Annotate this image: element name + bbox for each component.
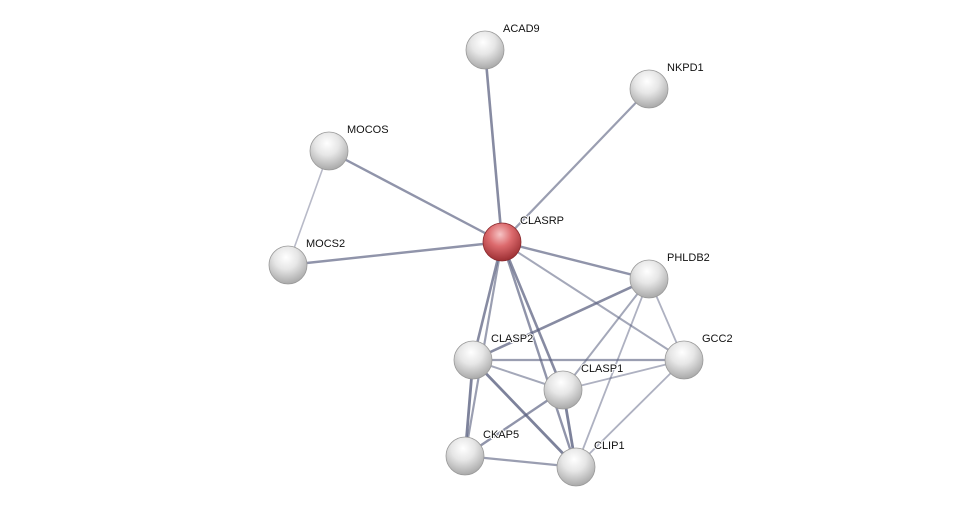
node-nkpd1[interactable]: NKPD1 xyxy=(629,61,705,109)
node-bubble[interactable] xyxy=(309,131,349,171)
node-bubble[interactable] xyxy=(629,69,669,109)
node-mocs2[interactable]: MOCS2 xyxy=(268,237,346,285)
edge-phldb2-clasp1[interactable] xyxy=(562,278,650,391)
node-clasp1[interactable]: CLASP1 xyxy=(543,362,624,410)
node-label: ACAD9 xyxy=(503,23,540,35)
node-label: PHLDB2 xyxy=(667,252,710,264)
edge-clasrp-nkpd1[interactable] xyxy=(501,88,650,243)
node-label: CLASP2 xyxy=(491,333,533,345)
node-bubble[interactable] xyxy=(445,436,485,476)
node-label: GCC2 xyxy=(702,333,733,345)
edge-gcc2-clip1[interactable] xyxy=(575,359,685,468)
edge-clasrp-clasp1[interactable] xyxy=(500,241,565,391)
edge-clasrp-gcc2[interactable] xyxy=(501,241,685,361)
node-gcc2[interactable]: GCC2 xyxy=(664,332,734,380)
edge-phldb2-clasp2[interactable] xyxy=(472,277,650,362)
node-clip1[interactable]: CLIP1 xyxy=(556,439,626,487)
edge-clasp1-gcc2[interactable] xyxy=(562,359,685,391)
node-clasp2[interactable]: CLASP2 xyxy=(453,332,534,380)
node-bubble[interactable] xyxy=(543,370,583,410)
node-bubble[interactable] xyxy=(556,447,596,487)
node-bubble[interactable] xyxy=(664,340,704,380)
edge-clasrp-mocos[interactable] xyxy=(328,149,503,244)
node-label: CKAP5 xyxy=(483,429,519,441)
node-label: CLASP1 xyxy=(581,363,623,375)
node-label: CLIP1 xyxy=(594,440,625,452)
node-bubble[interactable] xyxy=(482,222,522,262)
node-bubble[interactable] xyxy=(268,245,308,285)
node-bubble[interactable] xyxy=(453,340,493,380)
edge-clasrp-phldb2[interactable] xyxy=(501,240,650,281)
node-label: MOCOS xyxy=(347,124,389,136)
node-bubble[interactable] xyxy=(629,259,669,299)
node-bubble[interactable] xyxy=(465,30,505,70)
edge-clasrp-acad9[interactable] xyxy=(483,49,504,243)
node-acad9[interactable]: ACAD9 xyxy=(465,22,541,70)
node-clasrp[interactable]: CLASRP xyxy=(482,214,565,262)
node-phldb2[interactable]: PHLDB2 xyxy=(629,251,711,299)
edge-clasrp-mocs2[interactable] xyxy=(287,240,503,267)
edge-clasp2-clip1[interactable] xyxy=(471,359,578,468)
node-label: NKPD1 xyxy=(667,62,704,74)
node-mocos[interactable]: MOCOS xyxy=(309,123,390,171)
node-label: MOCS2 xyxy=(306,238,345,250)
edge-phldb2-clip1[interactable] xyxy=(575,278,650,468)
node-label: CLASRP xyxy=(520,215,564,227)
node-ckap5[interactable]: CKAP5 xyxy=(445,428,520,476)
edge-clasrp-clasp2[interactable] xyxy=(471,241,504,361)
edge-clasp1-ckap5[interactable] xyxy=(464,389,564,457)
edge-clasrp-clip1[interactable] xyxy=(500,241,578,468)
edge-mocos-mocs2[interactable] xyxy=(287,150,330,266)
